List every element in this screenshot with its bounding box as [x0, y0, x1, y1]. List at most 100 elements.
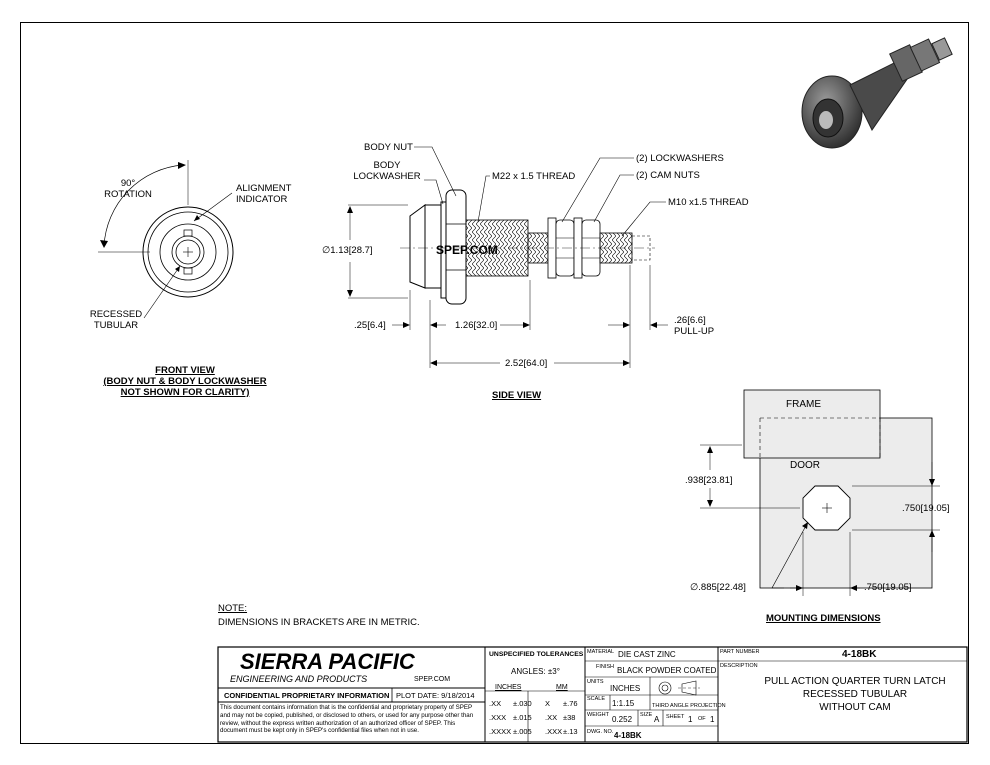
dim-252-mm: 64.0: [526, 358, 545, 369]
tolerances-title: UNSPECIFIED TOLERANCES: [489, 651, 584, 658]
recessed-line2: TUBULAR: [93, 320, 139, 331]
part-number-value: 4-18BK: [842, 649, 877, 660]
tolerance-cell: .XXX: [545, 727, 563, 736]
rotation-label-line1: 90°: [120, 178, 136, 189]
scale-label: SCALE: [587, 696, 606, 702]
mounting-drawing: [700, 389, 940, 596]
dim-750a-mm: 19.05: [923, 503, 947, 514]
side-view-drawing: [347, 146, 668, 368]
description-block: PULL ACTION QUARTER TURN LATCH RECESSED …: [740, 675, 970, 714]
plot-date: PLOT DATE: 9/18/2014: [396, 691, 475, 700]
company-website: SPEP.COM: [414, 676, 451, 683]
dim-252: 2.52[64.0]: [505, 358, 548, 369]
mounting-title: MOUNTING DIMENSIONS: [766, 613, 881, 624]
diameter-value: ∅1.13: [322, 245, 349, 256]
dim-25: .25[6.4]: [354, 320, 386, 331]
diameter-mm: 28.7: [351, 245, 370, 256]
dim-26-value: .26: [674, 315, 688, 326]
front-view-drawing: [98, 160, 234, 319]
disclaimer-text: This document contains information that …: [220, 704, 474, 735]
dim-750b-mm: 19.05: [885, 582, 909, 593]
dwg-value: 4-18BK: [614, 731, 642, 740]
tolerance-row: .XXXX±.005.XXX±.13: [489, 725, 585, 739]
finish-label: FINISH: [596, 664, 615, 670]
description-line3: WITHOUT CAM: [819, 702, 891, 713]
finish-value: BLACK POWDER COATED: [617, 666, 717, 675]
tolerance-cell: ±.005: [513, 727, 532, 736]
mm-header: MM: [556, 684, 568, 691]
dim-750b: .750[19.05]: [864, 582, 912, 593]
front-view-subtitle-2: NOT SHOWN FOR CLARITY): [120, 387, 250, 398]
confidential-label: CONFIDENTIAL PROPRIETARY INFORMATION: [224, 691, 390, 700]
cam-nuts-label: (2) CAM NUTS: [636, 170, 700, 181]
dim-26: .26[6.6] PULL-UP: [674, 315, 715, 337]
body-lockwasher-line2: LOCKWASHER: [353, 171, 421, 182]
weight-value: 0.252: [612, 715, 633, 724]
units-value: INCHES: [610, 684, 641, 693]
tolerance-cell: ±.030: [513, 699, 532, 708]
note-text: DIMENSIONS IN BRACKETS ARE IN METRIC.: [218, 617, 420, 628]
alignment-indicator-label: ALIGNMENT INDICATOR: [236, 183, 291, 205]
diameter-dim: ∅1.13[28.7]: [322, 245, 373, 256]
tolerance-cell: .XXXX: [489, 727, 512, 736]
dim-26-mm: 6.6: [689, 315, 704, 326]
side-view-title: SIDE VIEW: [492, 390, 542, 401]
dim-885: ∅.885[22.48]: [690, 582, 746, 593]
drawing-border: [20, 22, 969, 744]
size-label: SIZE: [640, 712, 653, 718]
dim-252-value: 2.52: [505, 358, 524, 369]
rotation-label: 90° ROTATION: [98, 178, 158, 200]
rotation-label-line2: ROTATION: [104, 189, 152, 200]
material-value: DIE CAST ZINC: [618, 650, 676, 659]
body-lockwasher-label: BODY LOCKWASHER: [352, 160, 422, 182]
dim-750a-value: .750: [902, 503, 921, 514]
lockwashers-label: (2) LOCKWASHERS: [636, 153, 724, 164]
dim-126-value: 1.26: [455, 320, 474, 331]
part-number-label: PART NUMBER: [720, 649, 760, 655]
front-view-title: FRONT VIEW (BODY NUT & BODY LOCKWASHER N…: [90, 365, 280, 398]
dim-938-value: .938: [685, 475, 704, 486]
projection-label: THIRD ANGLE PROJECTION: [652, 703, 726, 709]
tolerance-cell: .XXX: [489, 713, 507, 722]
dim-885-mm: 22.48: [719, 582, 744, 593]
company-sub: ENGINEERING AND PRODUCTS: [230, 674, 368, 684]
dim-750a: .750[19.05]: [902, 503, 950, 514]
units-label: UNITS: [587, 679, 604, 685]
title-block-lines: [217, 646, 968, 743]
description-line1: PULL ACTION QUARTER TURN LATCH: [764, 676, 946, 687]
tolerance-cell: X: [545, 699, 551, 708]
dim-126: 1.26[32.0]: [455, 320, 498, 331]
angles-tolerance: ANGLES: ±3°: [511, 667, 560, 676]
sheet-value: 1: [688, 715, 693, 724]
dwg-label: DWG. NO.: [587, 729, 614, 735]
recessed-tubular-label: RECESSED TUBULAR: [84, 309, 148, 331]
pull-up-label: PULL-UP: [674, 326, 715, 337]
dim-25-mm: 6.4: [369, 320, 384, 331]
description-line2: RECESSED TUBULAR: [802, 689, 908, 700]
body-nut-label: BODY NUT: [364, 142, 413, 153]
description-label: DESCRIPTION: [720, 663, 758, 669]
dim-938: .938[23.81]: [685, 475, 733, 486]
latch-3d-render: [801, 37, 953, 149]
m10-thread-label: M10 x1.5 THREAD: [668, 197, 749, 208]
alignment-line2: INDICATOR: [236, 194, 288, 205]
company-name: SIERRA PACIFIC: [240, 649, 415, 674]
note-title: NOTE:: [218, 603, 248, 614]
weight-label: WEIGHT: [587, 712, 609, 718]
recessed-line1: RECESSED: [89, 309, 143, 320]
dim-885-value: ∅.885: [690, 582, 717, 593]
material-label: MATERIAL: [587, 649, 615, 655]
tolerance-row: .XXX±.015.XX±38: [489, 711, 585, 725]
dim-938-mm: 23.81: [706, 475, 730, 486]
front-view-heading: FRONT VIEW: [155, 365, 215, 376]
side-view-brand-text: SPEP.COM: [436, 243, 498, 257]
body-lockwasher-line1: BODY: [373, 160, 401, 171]
dim-25-value: .25: [354, 320, 368, 331]
of-label: OF: [698, 716, 706, 722]
front-view-subtitle-1: (BODY NUT & BODY LOCKWASHER: [103, 376, 267, 387]
frame-label: FRAME: [786, 399, 821, 410]
tolerance-cell: ±.015: [513, 713, 532, 722]
tolerance-cell: .XX: [489, 699, 502, 708]
